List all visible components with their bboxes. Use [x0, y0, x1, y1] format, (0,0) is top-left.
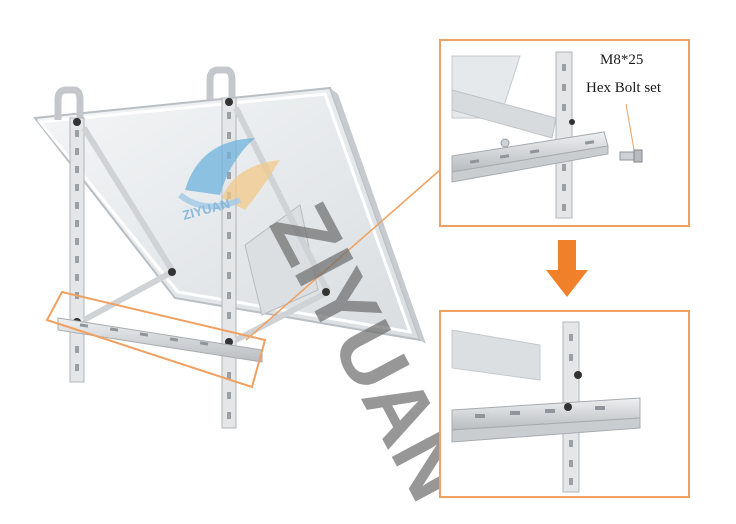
detail-box-before: [439, 39, 690, 227]
hex-bolt: [619, 149, 643, 163]
detail-box-after: [439, 310, 690, 498]
callout-connector: [245, 169, 441, 341]
bolt-joints: [73, 98, 330, 346]
bolt-leader-line: [625, 103, 635, 151]
left-upright: [54, 86, 85, 383]
bolt-type-label: Hex Bolt set: [586, 80, 661, 96]
horizontal-rail: [57, 317, 263, 363]
watermark-logo: ZIYUAN: [178, 138, 280, 223]
rail-highlight-box: [45, 290, 267, 389]
down-arrow-icon: [546, 240, 588, 297]
bolt-size-label: M8*25: [600, 52, 644, 68]
